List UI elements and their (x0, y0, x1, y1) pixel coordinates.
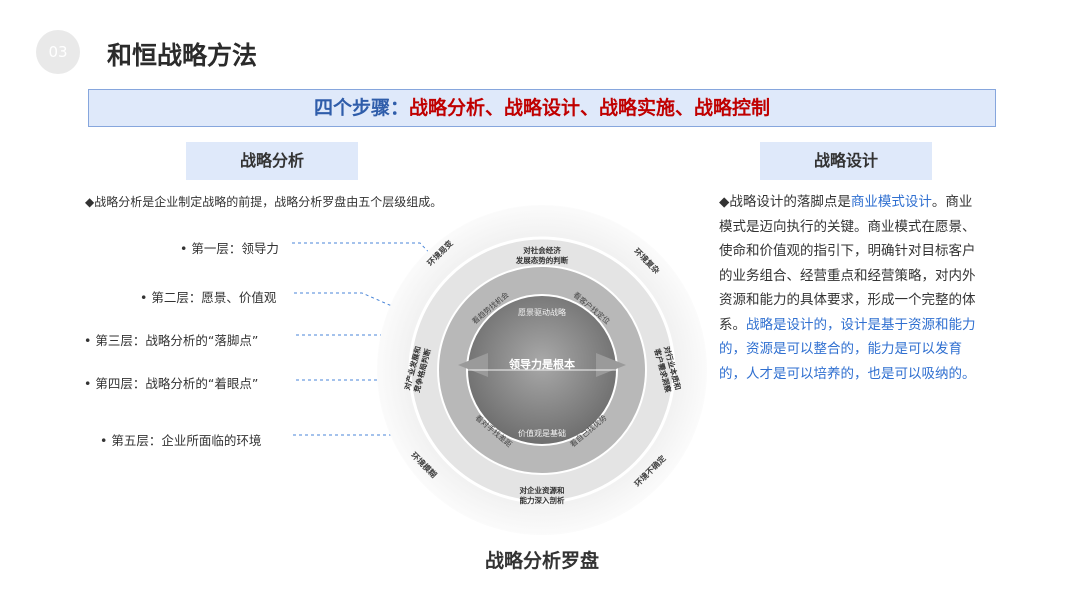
layer-3-label: 第三层：战略分析的“落脚点” (95, 333, 259, 348)
banner-steps: 战略分析、战略设计、战略实施、战略控制 (409, 97, 771, 119)
analysis-description: ◆战略分析是企业制定战略的前提，战略分析罗盘由五个层级组成。 (85, 195, 443, 209)
layer-2: • 第二层：愿景、价值观 (140, 290, 277, 305)
layer-2-label: 第二层：愿景、价值观 (151, 290, 277, 305)
center-label: 领导力是根本 (508, 357, 575, 371)
design-text-2: 。商业模式是迈向执行的关键。商业模式在愿景、使命和价值观的指引下，明确针对目标客… (719, 194, 976, 333)
inner-bottom-label: 价值观是基础 (518, 428, 566, 438)
design-description: ◆战略设计的落脚点是商业模式设计。商业模式是迈向执行的关键。商业模式在愿景、使命… (719, 190, 985, 386)
outer-label-bottom: 对企业资源和能力深入剖析 (520, 485, 565, 505)
layer-5: • 第五层：企业所面临的环境 (100, 433, 262, 448)
left-arrow-icon (458, 353, 488, 377)
outer-label-top: 对社会经济发展态势的判断 (515, 245, 569, 265)
layer-1-label: 第一层：领导力 (191, 241, 279, 256)
banner-prefix: 四个步骤： (313, 97, 409, 119)
compass-caption: 战略分析罗盘 (485, 550, 600, 572)
layer-4-label: 第四层：战略分析的“着眼点” (95, 376, 259, 391)
steps-banner: 四个步骤：战略分析、战略设计、战略实施、战略控制 (88, 89, 996, 127)
design-text-3: 战略是设计的，设计是基于资源和能力的，资源是可以整合的，能力是可以发育的，人才是… (719, 316, 976, 382)
tab-strategy-design: 战略设计 (760, 142, 932, 180)
layer-4: • 第四层：战略分析的“着眼点” (84, 376, 259, 391)
right-arrow-icon (596, 353, 626, 377)
layer-1: • 第一层：领导力 (180, 241, 279, 256)
layer-3: • 第三层：战略分析的“落脚点” (84, 333, 259, 348)
business-model-link: 商业模式设计 (850, 194, 932, 210)
layer-5-label: 第五层：企业所面临的环境 (111, 433, 262, 448)
strategy-compass: 愿景驱动战略 领导力是根本 价值观是基础 看客户找定位 看自己找优势 看对手找差… (377, 205, 707, 535)
tab-strategy-analysis: 战略分析 (186, 142, 358, 180)
inner-top-label: 愿景驱动战略 (518, 307, 566, 317)
page-title: 和恒战略方法 (107, 41, 258, 70)
design-text-1: ◆战略设计的落脚点是 (719, 194, 851, 210)
slide-number-badge: 03 (36, 30, 80, 74)
